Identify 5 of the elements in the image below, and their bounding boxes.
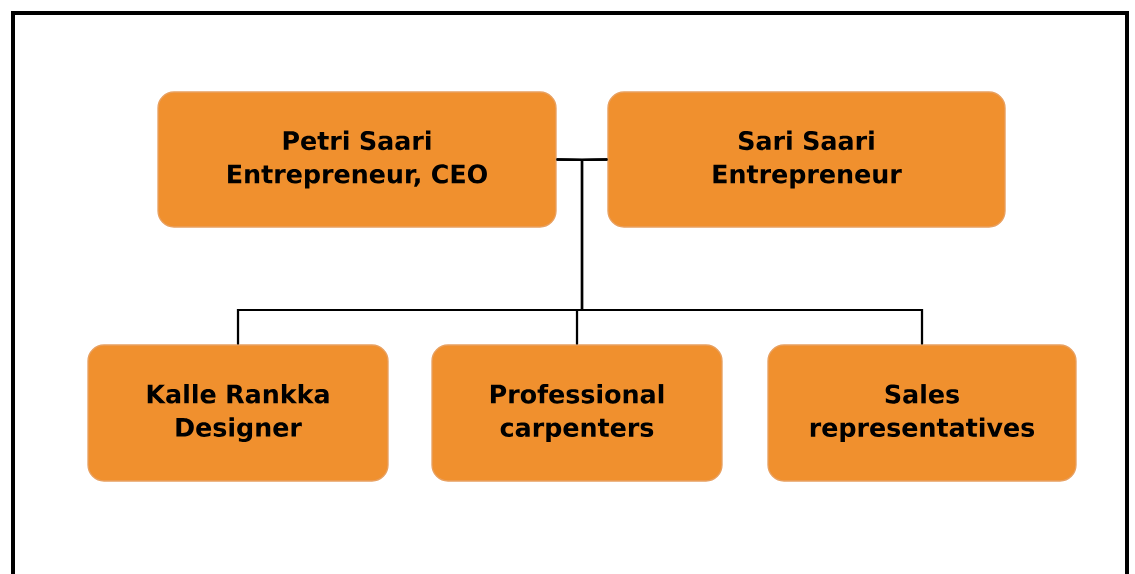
org-box: Kalle Rankka Designer xyxy=(87,344,389,482)
org-box: Sari Saari Entrepreneur xyxy=(607,91,1006,228)
org-box: Professional carpenters xyxy=(431,344,723,482)
org-box: Sales representatives xyxy=(767,344,1077,482)
org-box: Petri Saari Entrepreneur, CEO xyxy=(157,91,557,228)
